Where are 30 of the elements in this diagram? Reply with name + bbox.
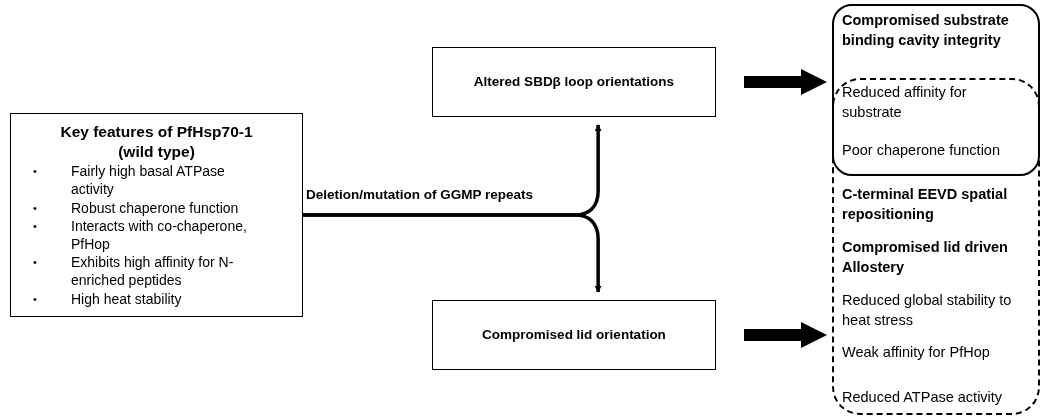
features-box <box>10 113 303 317</box>
bullet-item: Interacts with co-chaperone, PfHop <box>71 216 248 254</box>
bullet-item: Exhibits high affinity for N-enriched peptides <box>71 253 235 290</box>
bullet: • <box>33 200 38 216</box>
effect-heading: C-terminal EEVD spatial repositioning <box>842 185 1009 225</box>
bullet: • <box>33 164 38 180</box>
process-box <box>432 47 716 117</box>
process-box <box>432 300 716 370</box>
bullet: • <box>33 218 38 234</box>
bullet: • <box>33 255 38 271</box>
bullet-item: Fairly high basal ATPase activity <box>71 162 226 199</box>
effect-text: Reduced affinity for substrate <box>842 83 968 123</box>
effect-text: Reduced ATPase activity <box>842 388 1004 407</box>
box-heading: Key features of PfHsp70-1 (wild type) <box>59 122 254 163</box>
effect-text: Reduced global stability to heat stress <box>842 291 1013 331</box>
edge-label: Deletion/mutation of GGMP repeats <box>305 187 535 204</box>
bullet-item: High heat stability <box>71 289 183 308</box>
dashed-group-outline <box>832 78 1040 415</box>
box-label: Altered SBDβ loop orientations <box>473 72 675 91</box>
bullet-item: Robust chaperone function <box>71 198 240 217</box>
effect-heading: Compromised substrate binding cavity integrity <box>842 11 1010 51</box>
effect-text: Weak affinity for PfHop <box>842 343 991 362</box>
effect-text: Poor chaperone function <box>842 141 1001 160</box>
box-label: Compromised lid orientation <box>482 325 666 344</box>
arrow <box>303 213 602 293</box>
arrow <box>744 68 828 96</box>
arrow <box>744 321 828 349</box>
effect-heading: Compromised lid driven Allostery <box>842 238 1009 278</box>
bullet: • <box>33 291 38 307</box>
rounded-box <box>832 4 1040 176</box>
